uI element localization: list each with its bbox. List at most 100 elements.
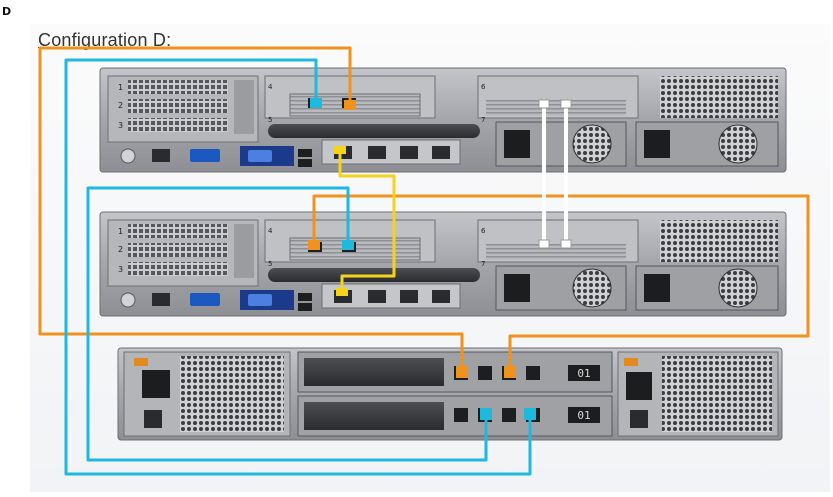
connector-orange-storage-1 <box>456 366 468 378</box>
server-bottom: 1 2 3 4 5 6 7 <box>99 211 787 317</box>
psu-latch-right[interactable] <box>624 358 638 366</box>
connector-cyan-storage-2 <box>524 408 536 420</box>
controller-top-handle <box>304 358 444 386</box>
psu-2-inlet[interactable] <box>644 130 670 158</box>
idrac-port[interactable] <box>152 293 170 306</box>
serial-port[interactable] <box>248 150 272 162</box>
slot-number-3: 3 <box>118 121 123 130</box>
slot-number-4: 4 <box>268 227 273 235</box>
storage-psu-right-switch[interactable] <box>630 410 648 428</box>
nic-port-4[interactable] <box>432 146 450 159</box>
slot-number-7: 7 <box>481 260 485 268</box>
connector-white-1 <box>538 99 550 109</box>
slot-number-6: 6 <box>481 83 486 91</box>
controller-bottom-port-3[interactable] <box>502 408 516 422</box>
cable-yellow <box>338 150 396 294</box>
usb-port-2[interactable] <box>298 159 312 167</box>
storage-psu-left-switch[interactable] <box>144 410 162 428</box>
psu-1-inlet[interactable] <box>504 274 530 302</box>
cable-orange-2 <box>312 194 810 370</box>
serial-port[interactable] <box>248 294 272 306</box>
diagram-title: Configuration D: <box>38 30 172 50</box>
usb-port-2[interactable] <box>298 303 312 311</box>
controller-bottom-port-1[interactable] <box>454 408 468 422</box>
connector-white-3 <box>538 239 550 249</box>
riser-right-slot <box>486 100 626 116</box>
idrac-port[interactable] <box>152 149 170 162</box>
psu-1-fan <box>572 124 612 164</box>
controller-top-display-box <box>568 365 600 381</box>
storage-psu-left-inlet[interactable] <box>142 370 170 398</box>
slot-number-5: 5 <box>268 260 272 268</box>
slot-numbers: 1 2 3 <box>118 83 123 130</box>
nic-port-3[interactable] <box>400 146 418 159</box>
slot-number-1: 1 <box>118 83 123 92</box>
pcie-slot-1 <box>128 224 228 238</box>
psu-1-inlet[interactable] <box>504 130 530 158</box>
pcie-slot-3 <box>128 262 228 276</box>
vent-top <box>660 76 778 118</box>
slot-number-3: 3 <box>118 265 123 274</box>
connector-white-2 <box>560 99 572 109</box>
riser-bracket <box>234 224 254 278</box>
psu-2-fan <box>718 268 758 308</box>
usb-port-1[interactable] <box>298 149 312 157</box>
storage-vent-left <box>180 356 284 432</box>
connector-yellow-top <box>334 146 346 154</box>
chassis-handle <box>268 124 480 138</box>
id-button[interactable] <box>120 148 136 164</box>
riser-right-slot <box>486 244 626 260</box>
connector-white-4 <box>560 239 572 249</box>
psu-1-fan <box>572 268 612 308</box>
corner-label: D <box>2 5 12 18</box>
slot-numbers: 1 2 3 <box>118 227 123 274</box>
pcie-slot-1 <box>128 80 228 94</box>
slot-number-6: 6 <box>481 227 486 235</box>
storage-enclosure: 01 01 <box>117 347 783 441</box>
psu-2-inlet[interactable] <box>644 274 670 302</box>
connector-cyan-storage-1 <box>480 408 492 420</box>
connector-cyan-top <box>310 98 322 108</box>
controller-bottom-display: 01 <box>577 409 590 422</box>
cable-cyan-2 <box>86 186 488 462</box>
cable-orange-1 <box>38 46 464 370</box>
controller-bottom-handle <box>304 402 444 430</box>
slot-number-2: 2 <box>118 101 123 110</box>
slot-number-7: 7 <box>481 116 485 124</box>
slot-number-5: 5 <box>268 116 272 124</box>
controller-bottom-display-box <box>568 407 600 423</box>
pcie-slot-2 <box>128 99 228 113</box>
controller-top-display: 01 <box>577 367 590 380</box>
server-top: 1 2 3 4 5 7 6 <box>99 67 787 173</box>
slot-number-1: 1 <box>118 227 123 236</box>
connector-orange-bottom <box>308 240 320 250</box>
controller-top-port-2[interactable] <box>478 366 492 380</box>
nic-port-3[interactable] <box>400 290 418 303</box>
cable-cyan-1 <box>64 58 532 476</box>
storage-vent-right <box>662 356 772 432</box>
vga-port[interactable] <box>190 293 220 306</box>
connector-orange-top <box>344 100 356 110</box>
nic-port-2[interactable] <box>368 146 386 159</box>
controller-top-port-4[interactable] <box>526 366 540 380</box>
slot-number-4: 4 <box>268 83 273 91</box>
vent-top <box>660 220 778 262</box>
psu-2-fan <box>718 124 758 164</box>
cable-connectors <box>308 98 572 420</box>
slot-number-2: 2 <box>118 245 123 254</box>
storage-psu-right-inlet[interactable] <box>626 372 652 400</box>
vga-port[interactable] <box>190 149 220 162</box>
psu-latch-left[interactable] <box>134 358 148 366</box>
riser-bracket <box>234 80 254 134</box>
id-button[interactable] <box>120 292 136 308</box>
connector-yellow-bottom <box>336 288 348 296</box>
pcie-slot-3 <box>128 118 228 132</box>
cables <box>38 46 810 476</box>
usb-port-1[interactable] <box>298 293 312 301</box>
connector-cyan-bottom <box>342 240 354 250</box>
nic-port-2[interactable] <box>368 290 386 303</box>
connector-orange-storage-2 <box>504 366 516 378</box>
pcie-slot-2 <box>128 243 228 257</box>
nic-port-4[interactable] <box>432 290 450 303</box>
